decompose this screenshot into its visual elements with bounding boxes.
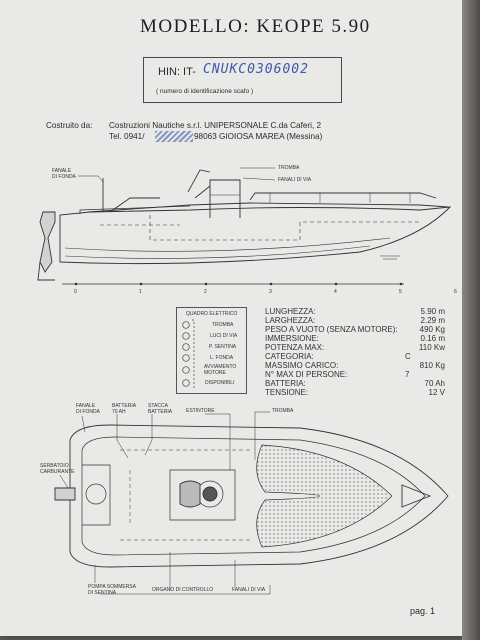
scale-tick-5: 5 <box>399 289 402 295</box>
document-title: MODELLO: KEOPE 5.90 <box>140 16 371 37</box>
manufacturer-label: Costruito da: <box>46 121 93 130</box>
spec-value-massimo-carico: 810 Kg <box>419 361 445 370</box>
scale-tick-2: 2 <box>204 289 207 295</box>
panel-item-avviamento: AVVIAMENTO MOTORE <box>204 364 237 376</box>
side-fanali-via-label: FANALI DI VIA <box>278 177 312 183</box>
side-fanale-fonda-label: FANALE DI FONDA <box>52 168 76 180</box>
spec-value-tensione: 12 V <box>428 388 445 397</box>
top-estintore-label: ESTINTORE <box>186 408 215 414</box>
top-fanale-fonda-label: FANALE DI FONDA <box>76 403 100 415</box>
spec-label-peso: PESO A VUOTO (SENZA MOTORE): <box>265 325 398 334</box>
scale-tick-6: 6 <box>454 289 457 295</box>
page-number: pag. 1 <box>410 606 436 616</box>
manufacturer-line2-suffix: 98063 GIOIOSA MAREA (Messina) <box>194 132 323 141</box>
document-page <box>0 0 462 636</box>
top-stacca-batteria-label: STACCA BATTERIA <box>148 403 173 415</box>
spec-value-potenza: 110 Kw <box>418 343 445 352</box>
spec-label-tensione: TENSIONE: <box>265 388 309 397</box>
hin-label: HIN: IT- <box>158 66 196 78</box>
spec-label-persone: N° MAX DI PERSONE: <box>265 370 348 379</box>
spec-label-lunghezza: LUNGHEZZA: <box>265 307 316 316</box>
spec-label-categoria: CATEGORIA: <box>265 352 314 361</box>
panel-title: QUADRO ELETTRICO <box>186 311 238 317</box>
top-pompa-label: POMPA SOMMERSA DI SENTINA <box>88 584 136 596</box>
manufacturer-line1: Costruzioni Nautiche s.r.l. UNIPERSONALE… <box>109 121 322 130</box>
manufacturer-line2-prefix: Tel. 0941/ <box>109 132 145 141</box>
scale-tick-3: 3 <box>269 289 272 295</box>
side-tromba-label: TROMBA <box>278 165 300 171</box>
scale-tick-4: 4 <box>334 289 337 295</box>
spec-label-massimo-carico: MASSIMO CARICO: <box>265 361 339 370</box>
spec-label-potenza: POTENZA MAX: <box>265 343 325 352</box>
top-fanali-via-label: FANALI DI VIA <box>232 587 266 593</box>
page-edge <box>462 0 480 640</box>
spec-value-categoria: C <box>405 352 411 361</box>
top-tromba-label: TROMBA <box>272 408 294 414</box>
panel-item-l-fonda: L. FONDA <box>210 355 234 361</box>
panel-item-p-sentina: P. SENTINA <box>209 344 237 350</box>
top-serbatoio-label: SERBATOIO CARBURANTE <box>40 463 75 475</box>
spec-label-batteria: BATTERIA: <box>265 379 306 388</box>
panel-item-disponibili: DISPONIBILI <box>205 380 235 386</box>
spec-label-immersione: IMMERSIONE: <box>265 334 319 343</box>
redacted-scribble <box>155 131 193 142</box>
spec-value-peso: 490 Kg <box>419 325 445 334</box>
spec-value-lunghezza: 5.90 m <box>420 307 445 316</box>
spec-value-batteria: 70 Ah <box>424 379 445 388</box>
hin-note: ( numero di identificazione scafo ) <box>156 88 254 95</box>
panel-item-luci-via: LUCI DI VIA <box>210 333 238 339</box>
electrical-panel <box>176 307 247 394</box>
scale-tick-1: 1 <box>139 289 142 295</box>
top-organo-label: ORGANO DI CONTROLLO <box>152 587 214 593</box>
panel-item-tromba: TROMBA <box>212 322 234 328</box>
top-batteria-label: BATTERIA 70 AH <box>112 403 137 415</box>
spec-value-larghezza: 2.29 m <box>420 316 445 325</box>
spec-value-persone: 7 <box>405 370 410 379</box>
hin-box <box>143 57 342 103</box>
spec-value-immersione: 0.16 m <box>420 334 445 343</box>
spec-label-larghezza: LARGHEZZA: <box>265 316 316 325</box>
hin-value: CNUKC0306002 <box>203 62 309 77</box>
scale-tick-0: 0 <box>74 289 77 295</box>
